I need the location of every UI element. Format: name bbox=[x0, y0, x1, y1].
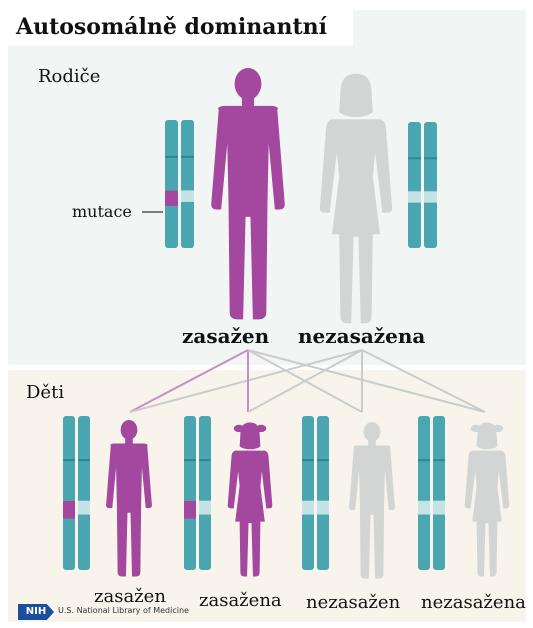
neck bbox=[368, 440, 376, 446]
chromosome bbox=[302, 416, 314, 570]
child-1-label: zasažen bbox=[94, 586, 166, 607]
chromosome bbox=[418, 416, 430, 570]
pigtail-right bbox=[256, 425, 266, 432]
chromosome-band bbox=[433, 501, 445, 515]
father-figure bbox=[211, 68, 285, 319]
mutation-label: mutace bbox=[72, 202, 132, 221]
mother-figure bbox=[320, 74, 392, 324]
line-mother-to-child bbox=[130, 350, 362, 412]
centromere bbox=[302, 459, 314, 461]
body bbox=[228, 451, 273, 577]
child-3-chromosomes bbox=[302, 416, 329, 570]
body bbox=[211, 106, 285, 320]
chromosome bbox=[317, 416, 329, 570]
head bbox=[121, 420, 138, 440]
centromere bbox=[418, 459, 430, 461]
father-chromosomes bbox=[165, 120, 194, 248]
centromere bbox=[408, 157, 421, 159]
pigtail-left bbox=[234, 425, 244, 432]
nih-footer-text: U.S. National Library of Medicine bbox=[58, 606, 189, 615]
neck bbox=[242, 97, 254, 107]
child-4-chromosomes bbox=[418, 416, 445, 570]
chromosome-band bbox=[199, 501, 211, 515]
chromosome-band bbox=[302, 501, 314, 515]
centromere bbox=[165, 156, 178, 158]
chromosome bbox=[165, 120, 178, 248]
centromere bbox=[433, 459, 445, 461]
head bbox=[235, 68, 262, 100]
chromosome bbox=[199, 416, 211, 570]
head bbox=[345, 78, 367, 107]
chromosome-band bbox=[418, 501, 430, 515]
chromosome bbox=[408, 122, 421, 248]
chromosome bbox=[424, 122, 437, 248]
chromosome bbox=[78, 416, 90, 570]
line-father-to-child bbox=[248, 350, 485, 412]
neck bbox=[125, 438, 133, 444]
centromere bbox=[317, 459, 329, 461]
chromosome-band bbox=[317, 501, 329, 515]
child-4-label: nezasažena bbox=[421, 592, 526, 613]
nih-logo: NIH bbox=[18, 604, 54, 620]
chromosome-band bbox=[78, 501, 90, 515]
line-father-to-child bbox=[130, 350, 248, 412]
child-2-label: zasažena bbox=[199, 590, 282, 611]
head bbox=[243, 425, 256, 443]
centromere bbox=[199, 459, 211, 461]
pigtail-right bbox=[493, 425, 503, 432]
chromosome-band bbox=[408, 191, 421, 202]
child-1-chromosomes bbox=[63, 416, 90, 570]
body bbox=[106, 444, 152, 577]
mutation-marker bbox=[184, 501, 196, 519]
chromosome bbox=[63, 416, 75, 570]
chromosome bbox=[184, 416, 196, 570]
chromosome-band bbox=[424, 191, 437, 202]
child-3-figure bbox=[349, 422, 395, 579]
child-4-figure bbox=[465, 423, 510, 577]
centromere bbox=[63, 459, 75, 461]
neck bbox=[484, 442, 490, 449]
chromosome-band bbox=[181, 190, 194, 202]
pigtail-left bbox=[471, 425, 481, 432]
chromosome bbox=[433, 416, 445, 570]
parent-2-label: nezasažena bbox=[298, 324, 425, 348]
centromere bbox=[181, 156, 194, 158]
child-2-chromosomes bbox=[184, 416, 211, 570]
child-3-label: nezasažen bbox=[306, 592, 400, 613]
body bbox=[465, 451, 510, 577]
centromere bbox=[78, 459, 90, 461]
mother-chromosomes bbox=[408, 122, 437, 248]
centromere bbox=[424, 157, 437, 159]
body bbox=[320, 119, 392, 323]
body bbox=[349, 446, 395, 579]
inheritance-lines bbox=[130, 350, 485, 412]
line-mother-to-child bbox=[362, 350, 485, 412]
mutation-marker bbox=[63, 501, 75, 519]
parent-1-label: zasažen bbox=[182, 324, 269, 348]
neck bbox=[351, 105, 361, 117]
centromere bbox=[184, 459, 196, 461]
child-2-figure bbox=[228, 423, 273, 577]
head bbox=[364, 422, 381, 442]
head bbox=[480, 425, 493, 443]
chromosome bbox=[181, 120, 194, 248]
neck bbox=[247, 442, 253, 449]
child-1-figure bbox=[106, 420, 152, 577]
mutation-marker bbox=[165, 190, 178, 206]
